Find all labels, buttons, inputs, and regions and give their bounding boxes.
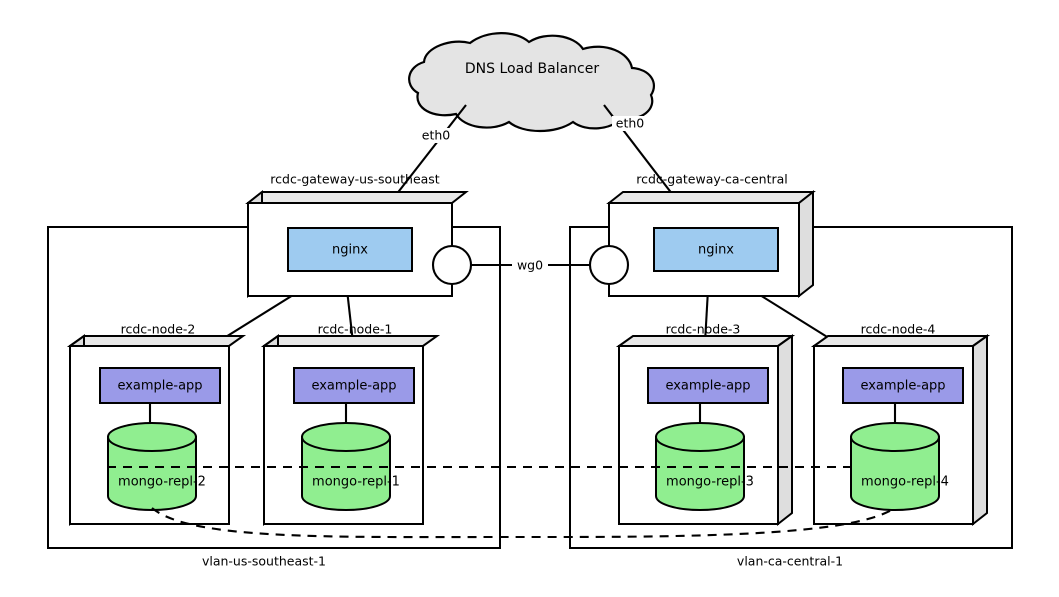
mongo-repl-2-cylinder[interactable]: mongo-repl-2: [107, 422, 206, 511]
example-app-box-node1[interactable]: [293, 367, 415, 404]
gateway-ca-central[interactable]: rcdc-gateway-ca-central nginx: [606, 172, 816, 299]
example-app-label-node2: example-app: [117, 379, 202, 394]
node-rcdc-node-1[interactable]: rcdc-node-1 example-app mongo-repl-1: [260, 322, 441, 527]
nginx-label-left: nginx: [332, 243, 368, 258]
node-4-side-face: [972, 334, 988, 527]
node-2-top-face: [66, 335, 247, 347]
mongo-repl-2-label: mongo-repl-2: [118, 475, 206, 490]
gateway-right-top-face: [606, 191, 816, 204]
rcdc-node-4-label: rcdc-node-4: [861, 322, 936, 337]
rcdc-node-3-label: rcdc-node-3: [666, 322, 741, 337]
eth0-label-left: eth0: [422, 128, 451, 143]
cloud-label: DNS Load Balancer: [465, 61, 599, 77]
gateway-us-southeast[interactable]: rcdc-gateway-us-southeast nginx: [245, 172, 469, 299]
rcdc-node-1-label: rcdc-node-1: [318, 322, 393, 337]
node-1-top-face: [260, 335, 441, 347]
example-app-label-node3: example-app: [665, 379, 750, 394]
node-rcdc-node-3[interactable]: rcdc-node-3 example-app mongo-repl-3: [615, 322, 796, 527]
gateway-us-southeast-label: rcdc-gateway-us-southeast: [270, 172, 440, 187]
example-app-box-node2[interactable]: [99, 367, 221, 404]
mongo-replication-link-lower: [151, 507, 896, 539]
node-rcdc-node-4[interactable]: rcdc-node-4 example-app mongo-repl-4: [810, 322, 991, 527]
mongo-repl-1-cylinder[interactable]: mongo-repl-1: [301, 422, 400, 511]
rcdc-node-2-label: rcdc-node-2: [121, 322, 196, 337]
mongo-repl-3-top: [655, 422, 745, 452]
nginx-label-right: nginx: [698, 243, 734, 258]
nginx-box-left[interactable]: [287, 227, 413, 272]
wg0-tunnel-link[interactable]: wg0: [431, 244, 630, 286]
vlan-us-southeast-1-label: vlan-us-southeast-1: [202, 554, 326, 569]
mongo-repl-1-top: [301, 422, 391, 452]
example-app-box-node4[interactable]: [842, 367, 964, 404]
mongo-repl-1-label: mongo-repl-1: [312, 475, 400, 490]
node-rcdc-node-2[interactable]: rcdc-node-2 example-app mongo-repl-2: [66, 322, 247, 527]
mongo-repl-3-body: [655, 436, 745, 511]
mongo-repl-4-body: [850, 436, 940, 511]
cloud-shape: [408, 32, 656, 132]
dns-load-balancer-cloud[interactable]: DNS Load Balancer: [408, 32, 656, 132]
eth0-label-right: eth0: [616, 116, 645, 131]
example-app-box-node3[interactable]: [647, 367, 769, 404]
gateway-ca-central-label: rcdc-gateway-ca-central: [636, 172, 788, 187]
mongo-repl-2-top: [107, 422, 197, 452]
mongo-repl-3-label: mongo-repl-3: [666, 475, 754, 490]
mongo-repl-3-cylinder[interactable]: mongo-repl-3: [655, 422, 754, 511]
gateway-left-top-face: [245, 191, 469, 204]
example-app-label-node1: example-app: [311, 379, 396, 394]
mongo-repl-4-label: mongo-repl-4: [861, 475, 949, 490]
mongo-repl-4-cylinder[interactable]: mongo-repl-4: [850, 422, 949, 511]
mongo-repl-1-body: [301, 436, 391, 511]
wg0-endpoint-left[interactable]: [431, 244, 473, 286]
node-3-top-face: [615, 335, 796, 347]
mongo-repl-4-top: [850, 422, 940, 452]
example-app-label-node4: example-app: [860, 379, 945, 394]
nginx-box-right[interactable]: [653, 227, 779, 272]
wg0-endpoint-right[interactable]: [588, 244, 630, 286]
node-3-side-face: [777, 334, 793, 527]
vlan-ca-central-1-label: vlan-ca-central-1: [737, 554, 843, 569]
gateway-right-side-face: [798, 189, 814, 299]
wg0-label: wg0: [517, 258, 543, 273]
node-4-top-face: [810, 335, 991, 347]
